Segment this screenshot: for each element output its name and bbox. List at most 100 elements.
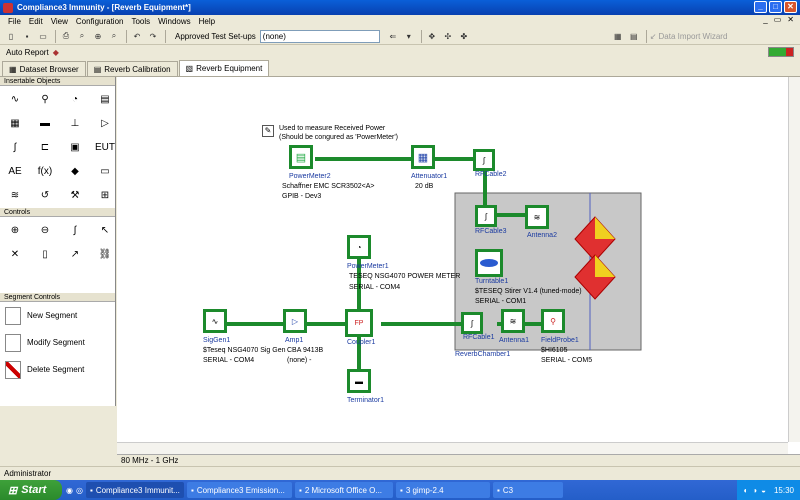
attenuator-icon[interactable]: ▬ xyxy=(40,117,50,129)
delete-icon[interactable]: ✕ xyxy=(10,248,20,260)
terminator1-node[interactable]: ▬ xyxy=(347,369,371,393)
chevron-down-icon[interactable]: ▾ xyxy=(406,31,411,41)
delete-segment-button[interactable]: Delete Segment xyxy=(0,356,115,383)
undo-icon[interactable]: ↶ xyxy=(133,31,141,41)
toolbar-separator xyxy=(420,29,422,43)
redo-icon[interactable]: ↷ xyxy=(149,31,157,41)
link-icon[interactable]: ⛓ xyxy=(98,248,112,260)
zoom-out-icon[interactable]: ⊖ xyxy=(40,224,50,236)
clock[interactable]: 15:30 xyxy=(773,485,794,495)
zoom-icon[interactable]: ⊕ xyxy=(94,31,102,41)
eut-icon[interactable]: EUT xyxy=(95,141,115,153)
find-icon[interactable]: ⌕ xyxy=(79,31,85,40)
power-meter-icon[interactable]: ◔ xyxy=(71,93,79,105)
fieldprobe1-node[interactable]: ⚲ xyxy=(541,309,565,333)
save-icon[interactable]: ▪ xyxy=(25,31,29,41)
task-compliance3-immunity[interactable]: ▪Compliance3 Immunit... xyxy=(85,482,184,498)
data-import-wizard[interactable]: Data Import Wizard xyxy=(658,31,728,41)
amp1-node[interactable]: ▷ xyxy=(283,309,307,333)
move-icon[interactable]: ✥ xyxy=(428,31,436,41)
close-button[interactable]: ✕ xyxy=(784,1,797,13)
menu-file[interactable]: File xyxy=(8,17,21,26)
pc-icon[interactable]: ▣ xyxy=(70,141,80,153)
move3-icon[interactable]: ✤ xyxy=(460,31,468,41)
menu-tools[interactable]: Tools xyxy=(131,17,151,26)
modify-segment-button[interactable]: Modify Segment xyxy=(0,329,115,356)
note-line-1: Used to measure Received Power xyxy=(279,125,386,132)
task-gimp[interactable]: ▪3 gimp-2.4 xyxy=(395,482,490,498)
auto-report-icon[interactable]: ◆ xyxy=(52,47,59,57)
graph-icon[interactable]: ↗ xyxy=(70,248,80,260)
signal-generator-icon[interactable]: ∿ xyxy=(10,93,20,105)
menu-configuration[interactable]: Configuration xyxy=(75,17,124,26)
child-restore-icon[interactable]: ▭ xyxy=(773,15,782,24)
menu-windows[interactable]: Windows xyxy=(158,17,191,26)
amplifier-icon[interactable]: ▷ xyxy=(101,117,109,129)
attenuator1-node[interactable]: ▦ xyxy=(411,145,435,169)
move2-icon[interactable]: ✣ xyxy=(444,31,452,41)
print-icon[interactable]: ⎙ xyxy=(62,31,70,40)
tab-dataset-browser[interactable]: ▦Dataset Browser xyxy=(2,61,86,76)
antenna1-node[interactable]: ≋ xyxy=(501,309,525,333)
table-icon[interactable]: ▤ xyxy=(630,31,638,41)
tab-reverb-calibration[interactable]: ▤Reverb Calibration xyxy=(86,61,178,76)
diagram-canvas[interactable]: ✎ Used to measure Received Power (Should… xyxy=(117,77,800,454)
antenna-icon[interactable]: ≋ xyxy=(10,189,20,201)
quicklaunch-icon[interactable]: ◎ xyxy=(75,485,83,495)
antenna2-node[interactable]: ≋ xyxy=(525,205,549,229)
minimize-button[interactable]: _ xyxy=(754,1,767,13)
device-icon[interactable]: ▯ xyxy=(42,248,48,260)
siggen1-node[interactable]: ∿ xyxy=(203,309,227,333)
quicklaunch-icon[interactable]: ◉ xyxy=(66,485,73,495)
tray-icon[interactable]: ◐ xyxy=(743,485,749,495)
amp1-info2: (none) - xyxy=(287,357,312,364)
powermeter2-node[interactable]: ▤ xyxy=(289,145,313,169)
auto-report-label[interactable]: Auto Report xyxy=(6,47,49,57)
box-icon[interactable]: ▭ xyxy=(100,165,110,177)
coupler1-node[interactable]: FP xyxy=(345,309,373,337)
field-icon[interactable]: AE xyxy=(8,165,22,177)
tab-reverb-equipment[interactable]: ▧Reverb Equipment xyxy=(178,60,270,76)
cable-icon[interactable]: ∫ xyxy=(13,141,17,153)
turntable1-info1: $TESEQ Stirer V1.4 (tuned-mode) xyxy=(475,288,582,295)
child-minimize-icon[interactable]: _ xyxy=(763,15,768,24)
probe-icon[interactable]: ⚲ xyxy=(41,93,49,105)
pointer-icon[interactable]: ↖ xyxy=(100,224,110,236)
import-arrow-icon[interactable]: ⇐ xyxy=(389,31,397,41)
maximize-button[interactable]: □ xyxy=(769,1,782,13)
new-segment-button[interactable]: New Segment xyxy=(0,302,115,329)
tools-icon[interactable]: ⚒ xyxy=(70,189,80,201)
start-button[interactable]: ⊞Start xyxy=(0,480,62,500)
open-icon[interactable]: ▭ xyxy=(39,31,47,41)
menu-view[interactable]: View xyxy=(50,17,68,26)
powermeter1-node[interactable]: ◔ xyxy=(347,235,371,259)
monitor-icon[interactable]: ▤ xyxy=(100,93,110,105)
vertical-scrollbar[interactable] xyxy=(788,77,800,442)
chip-icon[interactable]: ▦ xyxy=(10,117,20,129)
curve-icon[interactable]: ∫ xyxy=(73,224,77,236)
tray-icon[interactable]: ◑ xyxy=(752,485,758,495)
rfcable1-node[interactable]: ∫ xyxy=(461,312,483,334)
menu-edit[interactable]: Edit xyxy=(28,17,43,26)
turntable1-node[interactable] xyxy=(475,249,503,277)
function-icon[interactable]: f(x) xyxy=(37,165,53,177)
rfcable3-node[interactable]: ∫ xyxy=(475,205,497,227)
zoom-in-icon[interactable]: ⊕ xyxy=(10,224,20,236)
child-close-icon[interactable]: ✕ xyxy=(787,15,794,24)
stirrer-icon[interactable]: ◆ xyxy=(71,165,79,177)
menu-help[interactable]: Help xyxy=(198,17,216,26)
rotate-icon[interactable]: ↺ xyxy=(40,189,50,201)
tray-icon[interactable]: ◒ xyxy=(761,485,766,495)
test-setups-select[interactable]: (none) xyxy=(259,29,380,43)
resistor-icon[interactable]: ⊞ xyxy=(100,189,110,201)
task-microsoft-office[interactable]: ▪2 Microsoft Office O... xyxy=(294,482,393,498)
dc-block-icon[interactable]: ⊥ xyxy=(70,117,80,129)
new-icon[interactable]: ▯ xyxy=(8,31,14,41)
rfcable2-node[interactable]: ∫ xyxy=(473,149,495,171)
search-icon[interactable]: ⌕ xyxy=(111,31,117,40)
horizontal-scrollbar[interactable] xyxy=(117,442,788,454)
switch-icon[interactable]: ⊏ xyxy=(40,141,50,153)
task-compliance3-emission[interactable]: ▪Compliance3 Emission... xyxy=(186,482,292,498)
task-c3[interactable]: ▪C3 xyxy=(492,482,563,498)
calendar-icon[interactable]: ▦ xyxy=(614,31,622,41)
